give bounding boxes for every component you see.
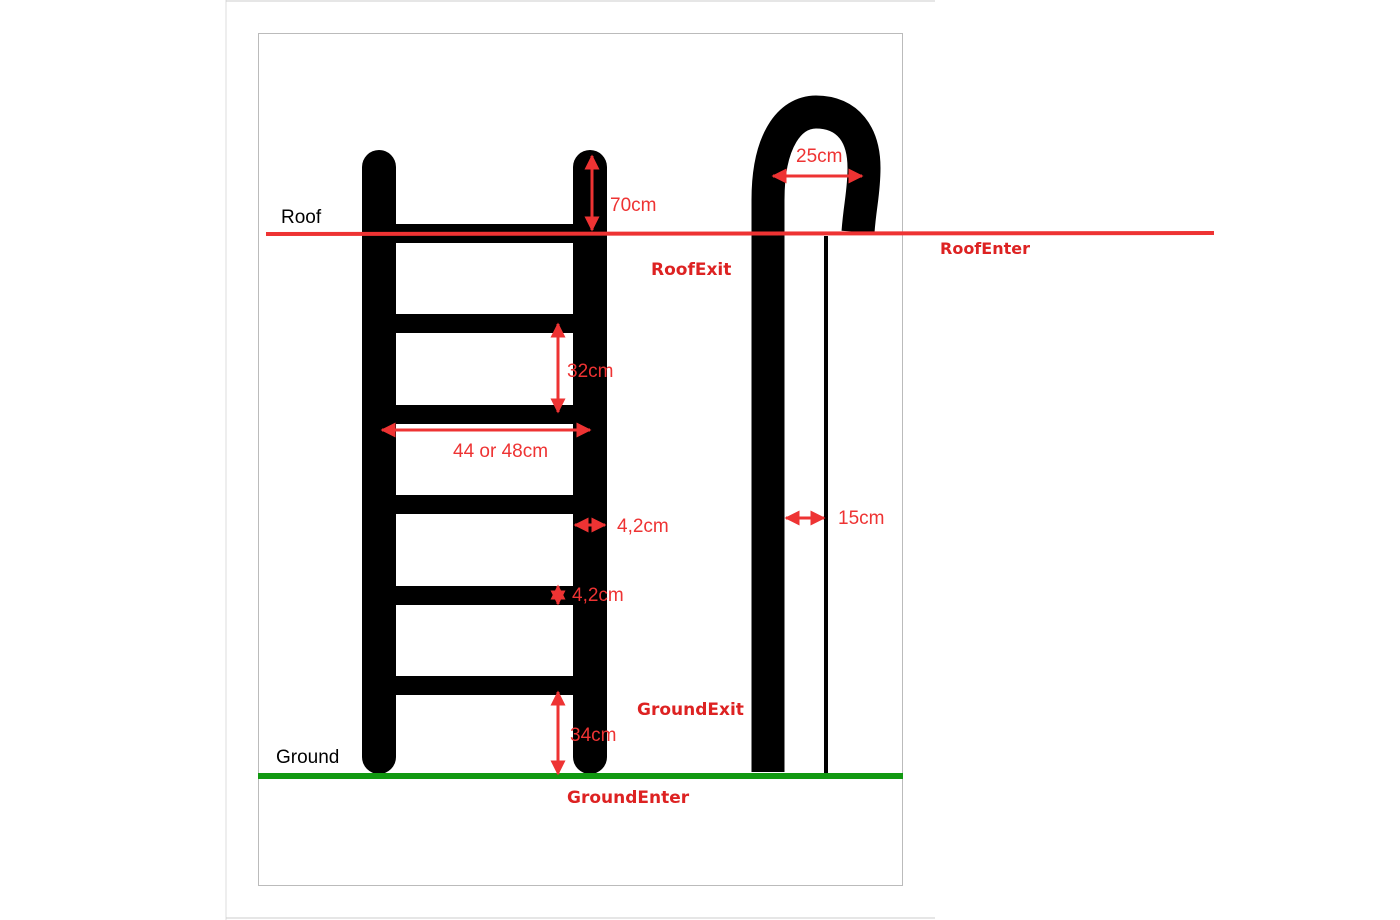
roof-label: Roof (281, 207, 322, 228)
roof-line (265, 231, 1215, 236)
dim-label-rung-gap: 32cm (567, 361, 613, 382)
drawing-border (258, 33, 903, 886)
dim-label-hook-offset: 15cm (838, 508, 884, 529)
dim-label-rung-thickness: 4,2cm (572, 585, 624, 606)
ground-enter-label: GroundEnter (567, 788, 690, 808)
rung (380, 676, 592, 695)
roof-hook (751, 95, 881, 772)
rung (380, 405, 592, 424)
rung (380, 314, 592, 333)
rung (380, 586, 592, 605)
dim-label-top-extension: 70cm (610, 195, 656, 216)
roof-exit-label: RoofExit (651, 260, 731, 280)
dim-label-bottom-gap: 34cm (570, 725, 616, 746)
ground-label: Ground (276, 747, 339, 768)
rung (380, 495, 592, 514)
roof-enter-label: RoofEnter (940, 239, 1030, 258)
dim-label-ladder-width: 44 or 48cm (453, 441, 548, 462)
ladder-rail-right (573, 150, 607, 774)
ladder-rail-left (362, 150, 396, 774)
dim-label-rail-thickness: 4,2cm (617, 516, 669, 537)
dimension-arrows (380, 154, 864, 776)
dim-label-hook-width: 25cm (796, 146, 842, 167)
ground-exit-label: GroundExit (637, 700, 744, 720)
